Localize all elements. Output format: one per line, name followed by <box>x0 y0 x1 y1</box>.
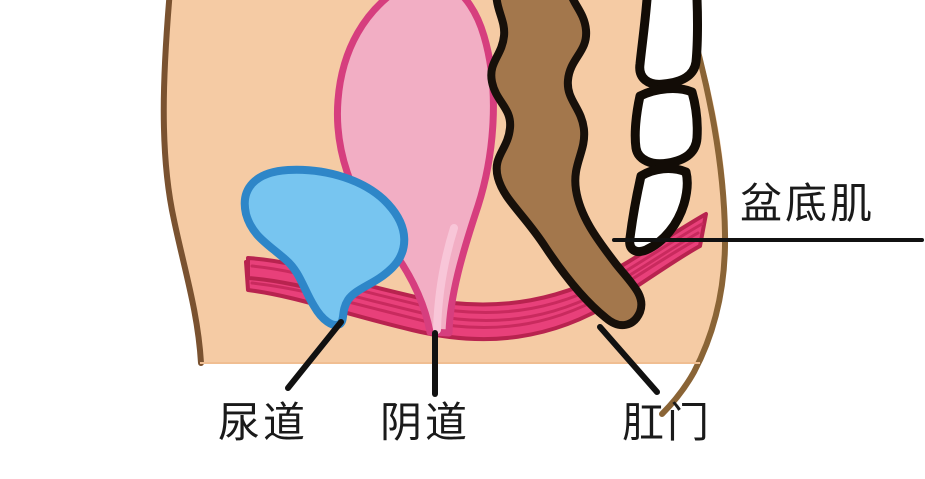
leader-lines-group <box>285 238 924 397</box>
vertebra-1 <box>635 0 702 89</box>
anus-leader-line <box>597 324 660 395</box>
label-vagina: 阴道 <box>380 399 471 446</box>
bladder-shape <box>240 165 409 329</box>
label-urethra: 尿道 <box>218 399 309 446</box>
vertebra-2 <box>630 84 702 169</box>
bladder-group <box>240 165 409 329</box>
label-anus: 肛门 <box>622 399 713 446</box>
rectum-shape <box>487 0 646 330</box>
rectum-group <box>487 0 646 330</box>
vertebra-3 <box>625 164 692 256</box>
body-outline-right <box>659 0 729 417</box>
label-pelvic-floor-muscle: 盆底肌 <box>740 180 876 227</box>
body-outline-left <box>160 0 204 366</box>
vaginal-canal-highlight <box>433 224 458 334</box>
vertebrae-group <box>625 0 702 256</box>
urethra-leader-line <box>285 319 344 391</box>
